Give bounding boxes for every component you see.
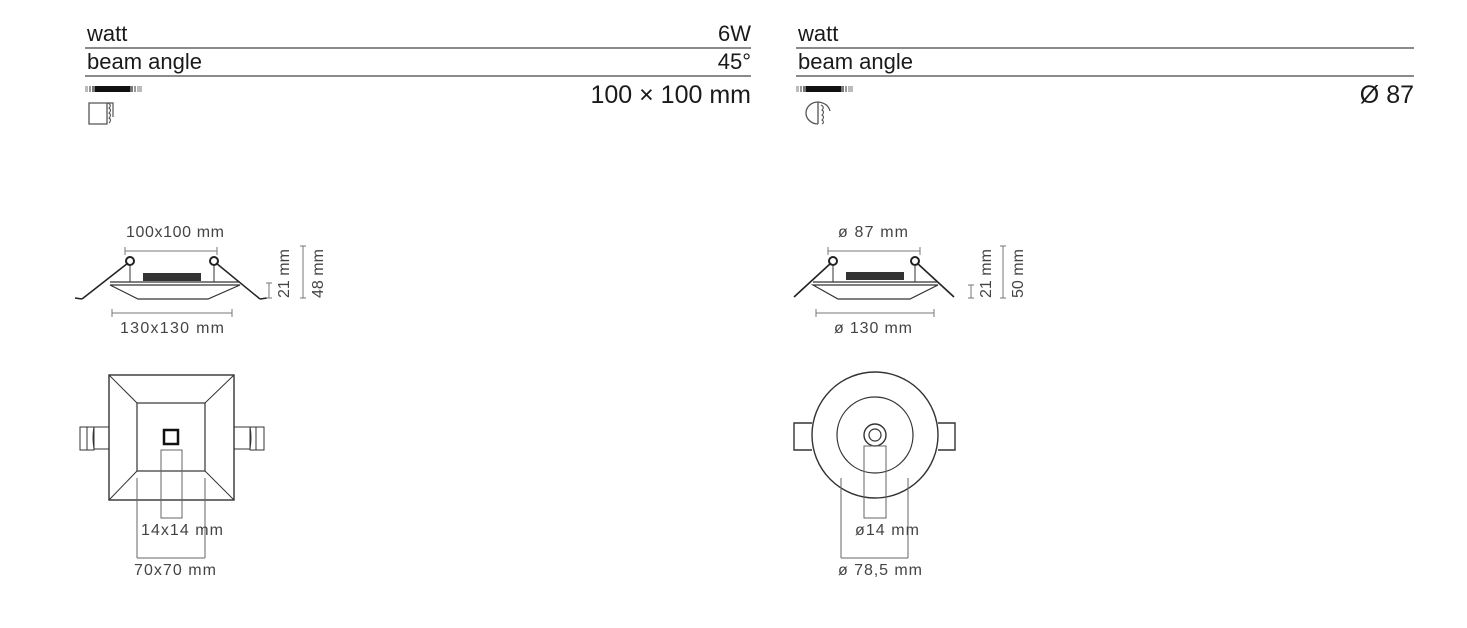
spec-label: watt xyxy=(798,21,839,46)
cutout-value: Ø 87 xyxy=(1359,81,1414,109)
dim-height-total: 48 mm xyxy=(310,249,327,298)
spec-row-watt: watt 6W xyxy=(85,21,751,49)
dim-top-label: ø 87 mm xyxy=(838,224,908,241)
spec-label: watt xyxy=(87,21,128,46)
ceiling-thickness-icon xyxy=(85,86,142,92)
top-view-drawing-square: 14x14 mm 70x70 mm xyxy=(70,365,280,590)
side-view-drawing-square: 100x100 mm 130x130 mm 21 mm 48 mm xyxy=(70,215,340,350)
spec-label: beam angle xyxy=(87,49,202,74)
dim-top-label: 100x100 mm xyxy=(126,224,224,241)
dim-outer-label: 70x70 mm xyxy=(134,562,216,579)
spec-panel-square: watt 6W beam angle 45° 100 × 100 mm xyxy=(85,0,751,127)
dim-height-total: 50 mm xyxy=(1010,249,1027,298)
spec-value: 45° xyxy=(717,49,751,74)
dim-bottom-label: 130x130 mm xyxy=(120,320,224,337)
cutout-value: 100 × 100 mm xyxy=(590,81,751,109)
spec-label: beam angle xyxy=(798,49,913,74)
dim-height-small: 21 mm xyxy=(276,249,293,298)
square-cutout-icon xyxy=(88,102,114,125)
spec-row-watt: watt xyxy=(796,21,1414,49)
spec-value: 6W xyxy=(718,21,751,46)
dim-height-small: 21 mm xyxy=(978,249,995,298)
spec-row-beam-angle: beam angle xyxy=(796,49,1414,77)
dim-bottom-label: ø 130 mm xyxy=(834,320,912,337)
side-view-drawing-round: ø 87 mm ø 130 mm 21 mm 50 mm xyxy=(780,215,1050,350)
ceiling-thickness-icon xyxy=(796,86,853,92)
dim-outer-label: ø 78,5 mm xyxy=(838,562,922,579)
spec-row-beam-angle: beam angle 45° xyxy=(85,49,751,77)
spec-row-cutout: Ø 87 xyxy=(796,77,1414,127)
dim-inner-label: ø14 mm xyxy=(855,522,919,539)
spec-panel-round: watt beam angle Ø 87 xyxy=(796,0,1414,127)
round-cutout-icon xyxy=(805,101,831,125)
top-view-drawing-round: ø14 mm ø 78,5 mm xyxy=(780,365,980,590)
dim-inner-label: 14x14 mm xyxy=(141,522,223,539)
spec-row-cutout: 100 × 100 mm xyxy=(85,77,751,127)
